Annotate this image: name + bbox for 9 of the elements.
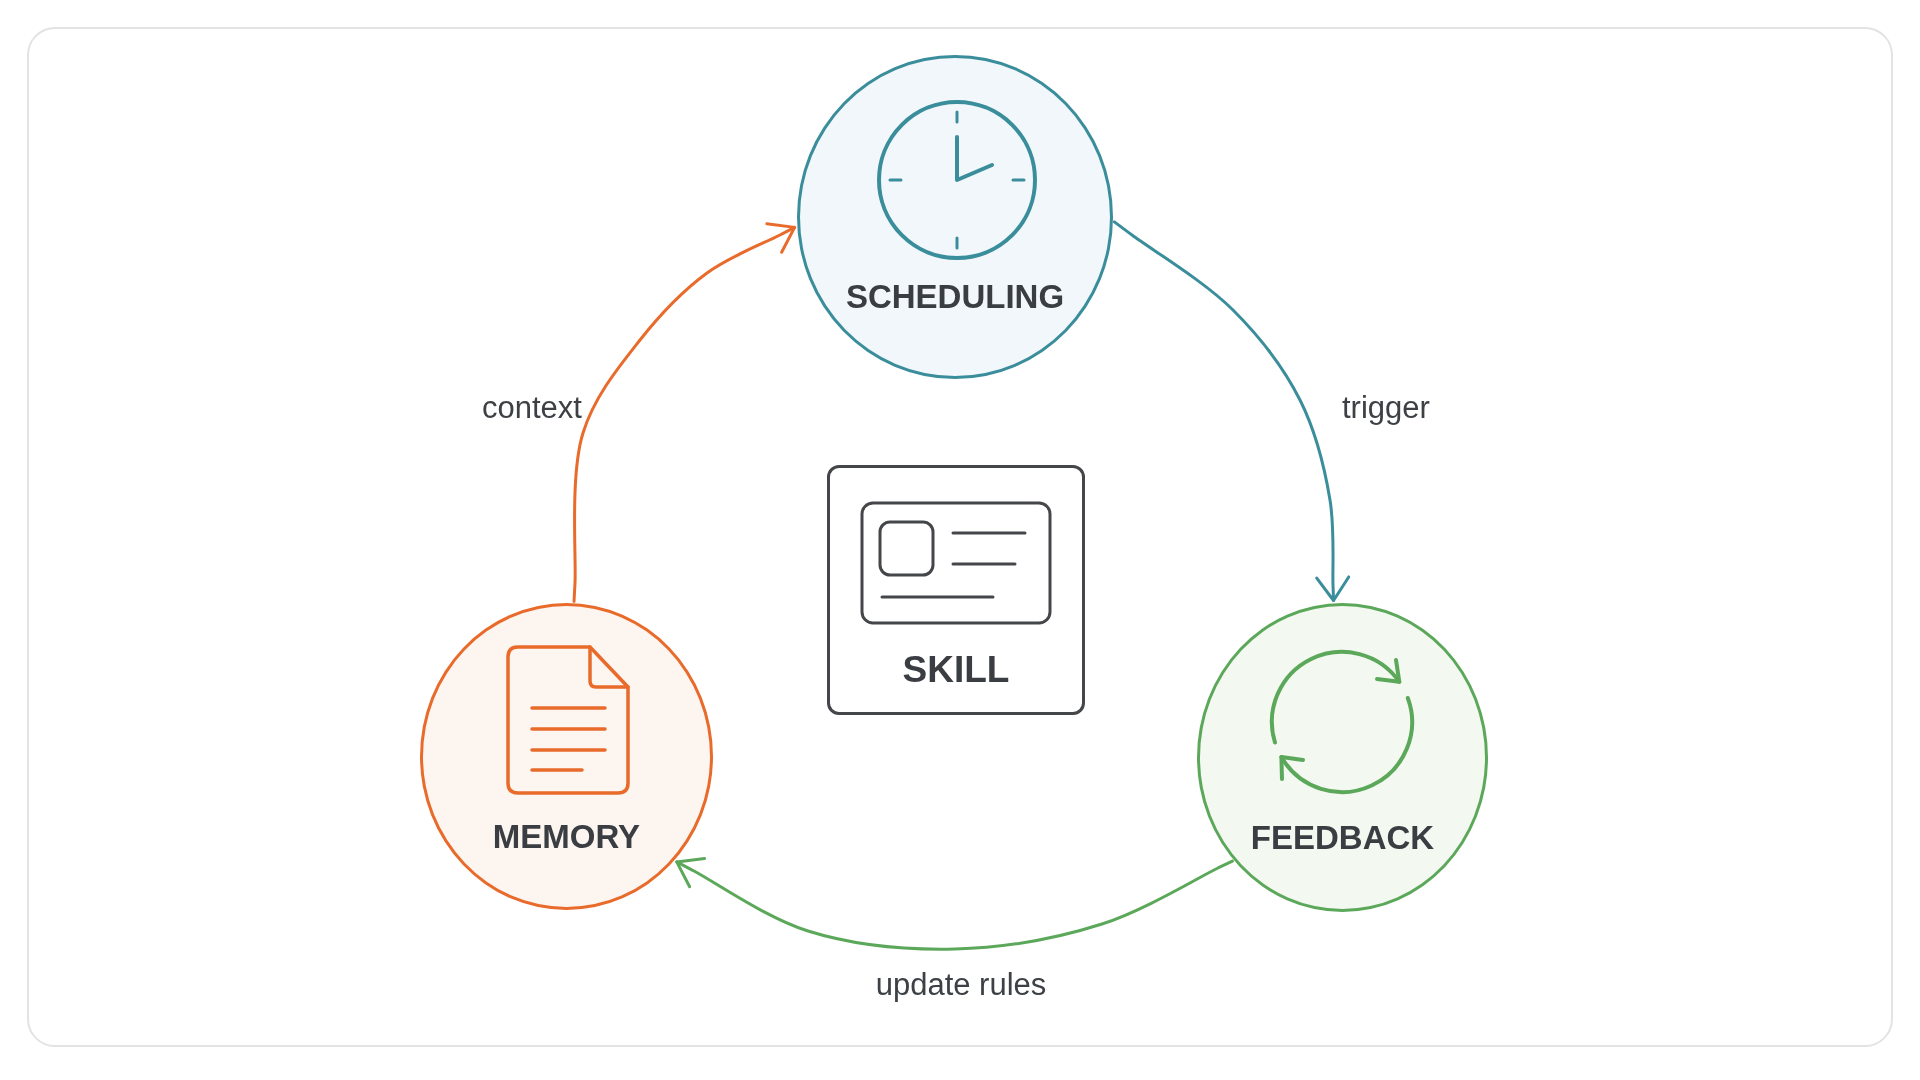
curved-arrow	[675, 856, 1234, 951]
node-title: SCHEDULING	[845, 280, 1065, 313]
curved-arrow	[572, 222, 797, 603]
skill-card	[827, 465, 1085, 715]
node-title: FEEDBACK	[1250, 821, 1435, 854]
curved-arrow	[1112, 220, 1351, 602]
node-title: MEMORY	[492, 820, 641, 853]
node-title: SKILL	[902, 651, 1010, 688]
edge-label: trigger	[1340, 392, 1432, 423]
